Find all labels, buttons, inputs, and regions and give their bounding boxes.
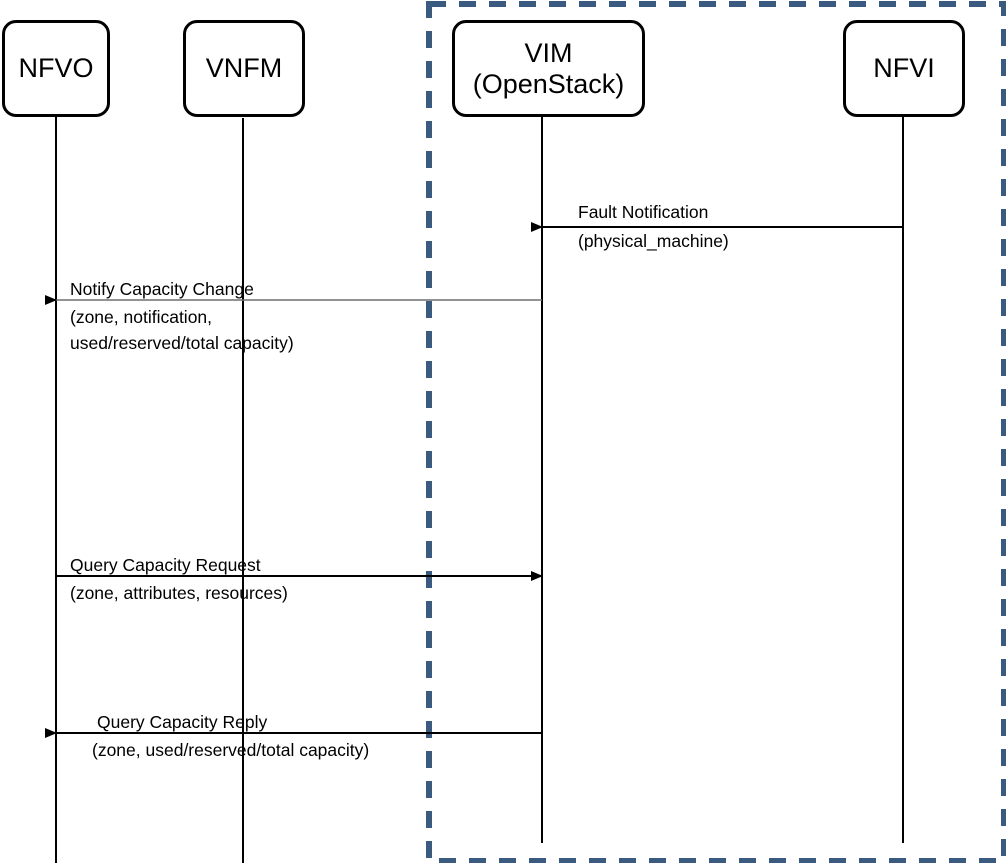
participant-box-vim[interactable]: VIM (OpenStack) xyxy=(452,20,645,117)
message-label-line: Query Capacity Reply xyxy=(97,712,268,732)
participant-label-nfvo: NFVO xyxy=(18,53,94,84)
participant-box-nfvo[interactable]: NFVO xyxy=(2,20,110,117)
message-label-line: used/reserved/total capacity) xyxy=(70,332,294,353)
message-label-line: Fault Notification xyxy=(578,202,709,222)
message-label-fault-notification-below: (physical_machine) xyxy=(578,229,729,255)
participant-box-nfvi[interactable]: NFVI xyxy=(843,20,965,117)
message-label-notify-capacity-change-above: Notify Capacity Change xyxy=(70,277,254,303)
message-label-line: (zone, used/reserved/total capacity) xyxy=(92,740,370,760)
message-label-query-capacity-reply-above: Query Capacity Reply xyxy=(97,710,267,736)
participant-box-vnfm[interactable]: VNFM xyxy=(183,20,305,117)
message-label-line: Notify Capacity Change xyxy=(70,279,254,299)
participant-label-vnfm: VNFM xyxy=(205,53,283,84)
message-label-line: (zone, attributes, resources) xyxy=(70,583,288,603)
message-label-line: (zone, notification, xyxy=(70,307,213,327)
participant-label-nfvi: NFVI xyxy=(873,53,935,84)
message-label-query-capacity-request-above: Query Capacity Request xyxy=(70,553,261,579)
message-label-fault-notification-above: Fault Notification xyxy=(578,200,708,226)
participant-label-vim: VIM xyxy=(524,38,573,69)
message-label-line: Query Capacity Request xyxy=(70,555,261,575)
message-label-line: (physical_machine) xyxy=(578,231,729,251)
message-label-query-capacity-request-below: (zone, attributes, resources) xyxy=(70,581,288,607)
message-label-notify-capacity-change-below: (zone, notification, used/reserved/total… xyxy=(70,305,294,357)
nfvi-domain-boundary xyxy=(426,1,1006,863)
participant-sublabel-vim: (OpenStack) xyxy=(472,68,625,99)
message-label-query-capacity-reply-below: (zone, used/reserved/total capacity) xyxy=(92,738,369,764)
